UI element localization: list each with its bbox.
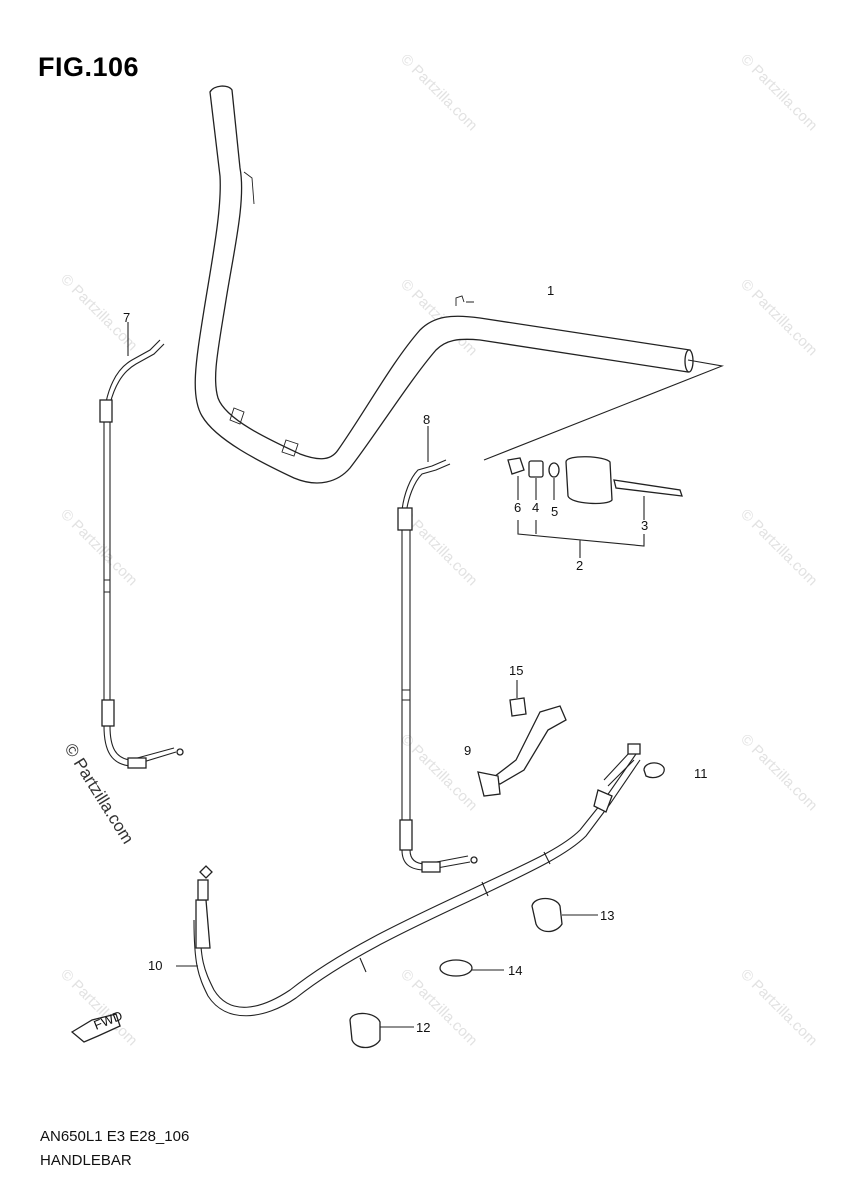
throttle-cable-left: 7	[99, 310, 184, 769]
watermark: © Partzilla.com	[737, 731, 820, 814]
watermark: © Partzilla.com	[61, 740, 138, 847]
callout-1: 1	[547, 283, 554, 298]
callout-14: 14	[508, 963, 522, 978]
watermark: © Partzilla.com	[57, 506, 140, 589]
figure-code: AN650L1 E3 E28_106	[40, 1128, 190, 1145]
watermark: © Partzilla.com	[737, 51, 820, 134]
callout-6: 6	[514, 500, 521, 515]
fwd-arrow-icon: FWD	[70, 1008, 125, 1043]
callout-3: 3	[641, 518, 648, 533]
callout-7: 7	[123, 310, 130, 325]
clamp-13: 13	[531, 897, 614, 933]
callout-4: 4	[532, 500, 539, 515]
callout-5: 5	[551, 504, 558, 519]
callout-12: 12	[416, 1020, 430, 1035]
callout-15: 15	[509, 663, 523, 678]
callout-10: 10	[148, 958, 162, 973]
watermark-layer: © Partzilla.com © Partzilla.com © Partzi…	[57, 51, 820, 1049]
band-14: 14	[439, 959, 522, 978]
watermark: © Partzilla.com	[737, 276, 820, 359]
watermark: © Partzilla.com	[737, 966, 820, 1049]
clip-part: 11	[643, 762, 708, 781]
watermark: © Partzilla.com	[397, 966, 480, 1049]
figure-title: FIG.106	[38, 52, 140, 82]
watermark: © Partzilla.com	[737, 506, 820, 589]
watermark: © Partzilla.com	[57, 966, 140, 1049]
callout-11: 11	[694, 766, 708, 781]
clamp-12: 12	[349, 1012, 430, 1049]
bracket-assembly: 15 9	[464, 663, 567, 797]
callout-13: 13	[600, 908, 614, 923]
callout-9: 9	[464, 743, 471, 758]
handlebar-part: 1	[194, 85, 725, 484]
watermark: © Partzilla.com	[397, 51, 480, 134]
callout-8: 8	[423, 412, 430, 427]
figure-name: HANDLEBAR	[40, 1152, 132, 1169]
throttle-cable-center: 8	[397, 412, 478, 873]
callout-2: 2	[576, 558, 583, 573]
balancer-assembly: 6 4 5 3 2	[507, 456, 683, 573]
clutch-cable: 10	[148, 743, 641, 1017]
